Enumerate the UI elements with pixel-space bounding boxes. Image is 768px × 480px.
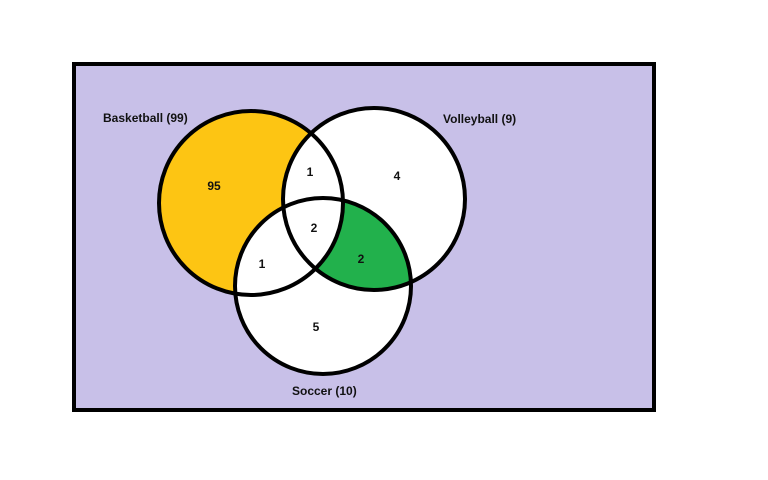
count-soccer-only: 5 xyxy=(313,320,320,334)
volleyball-circle-outline xyxy=(281,106,467,292)
soccer-circle-outline xyxy=(233,196,413,376)
volleyball-label: Volleyball (9) xyxy=(443,112,516,126)
basketball-label: Basketball (99) xyxy=(103,111,188,125)
count-basketball-soccer: 1 xyxy=(259,257,266,271)
count-basketball-only: 95 xyxy=(207,179,221,193)
soccer-label: Soccer (10) xyxy=(292,384,357,398)
count-all-three: 2 xyxy=(311,221,318,235)
count-volleyball-soccer: 2 xyxy=(358,252,365,266)
basketball-circle-outline xyxy=(157,109,345,297)
count-volleyball-only: 4 xyxy=(394,169,401,183)
count-basketball-volleyball: 1 xyxy=(307,165,314,179)
